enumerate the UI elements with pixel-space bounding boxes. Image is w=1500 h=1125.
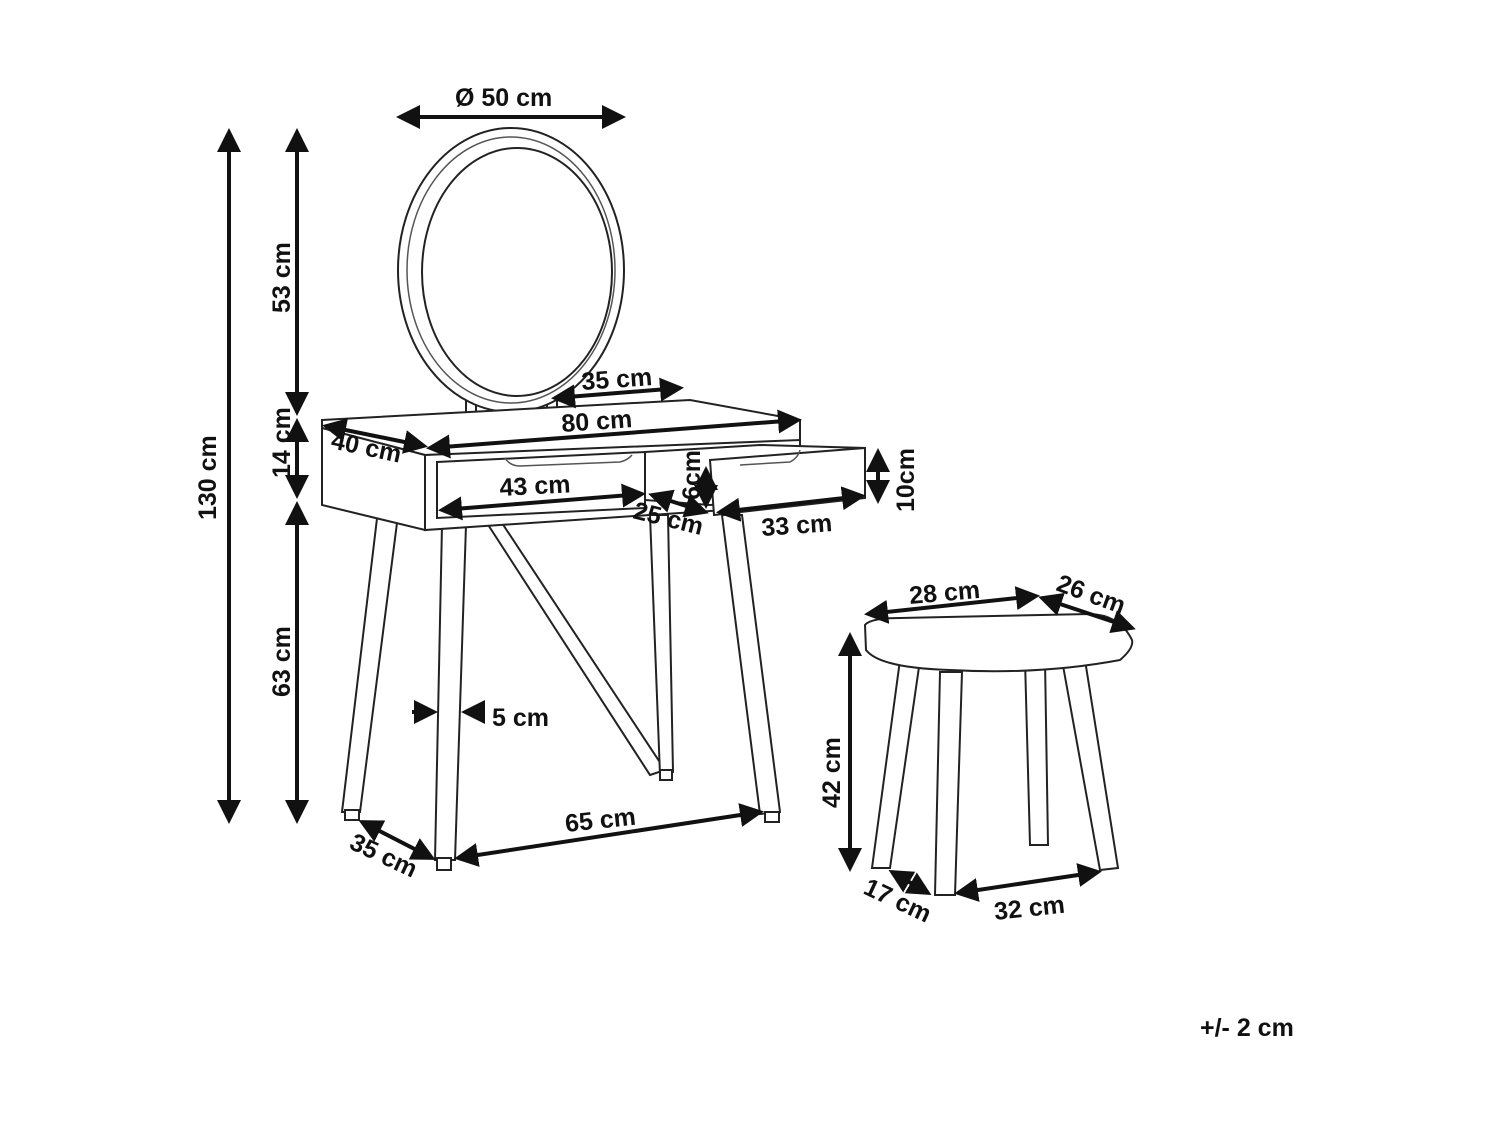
leg-back-right	[483, 519, 667, 777]
leg-back-mid	[648, 514, 675, 777]
stool-leg-front	[933, 671, 964, 896]
label-total-height: 130 cm	[194, 435, 222, 520]
label-stool-leg-depth-span: 17 cm	[859, 873, 935, 928]
stool-seat	[863, 612, 1134, 673]
label-mirror-diameter: Ø 50 cm	[455, 84, 552, 112]
label-leg-depth-span: 35 cm	[345, 828, 421, 883]
stool	[863, 612, 1134, 896]
label-stool-width: 28 cm	[908, 576, 981, 610]
leg-front-right	[720, 514, 782, 816]
label-table-width: 80 cm	[560, 405, 633, 438]
label-drawer-left-width: 43 cm	[499, 470, 571, 502]
stool-leg-left	[870, 659, 922, 869]
label-leg-thickness: 5 cm	[492, 704, 549, 732]
leg-front-left	[433, 524, 468, 861]
stool-leg-back	[1023, 659, 1050, 846]
stool-leg-right	[1060, 659, 1120, 872]
label-mirror-height: 53 cm	[268, 242, 296, 313]
label-drawer-right-width: 33 cm	[760, 509, 833, 542]
dimension-lines	[217, 105, 1136, 902]
label-mirror-support-spacing: 35 cm	[580, 363, 653, 396]
mirror-glass	[421, 147, 613, 397]
label-tolerance: +/- 2 cm	[1200, 1014, 1294, 1042]
label-drawer-inner-height: 6cm	[678, 450, 706, 500]
label-drawer-front-height: 10cm	[892, 448, 920, 512]
label-leg-height: 63 cm	[268, 626, 296, 697]
leg-front-left-back	[340, 508, 400, 813]
label-drawer-section-height: 14 cm	[268, 407, 296, 478]
label-stool-leg-width-span: 32 cm	[993, 891, 1066, 926]
label-stool-height: 42 cm	[818, 737, 846, 808]
